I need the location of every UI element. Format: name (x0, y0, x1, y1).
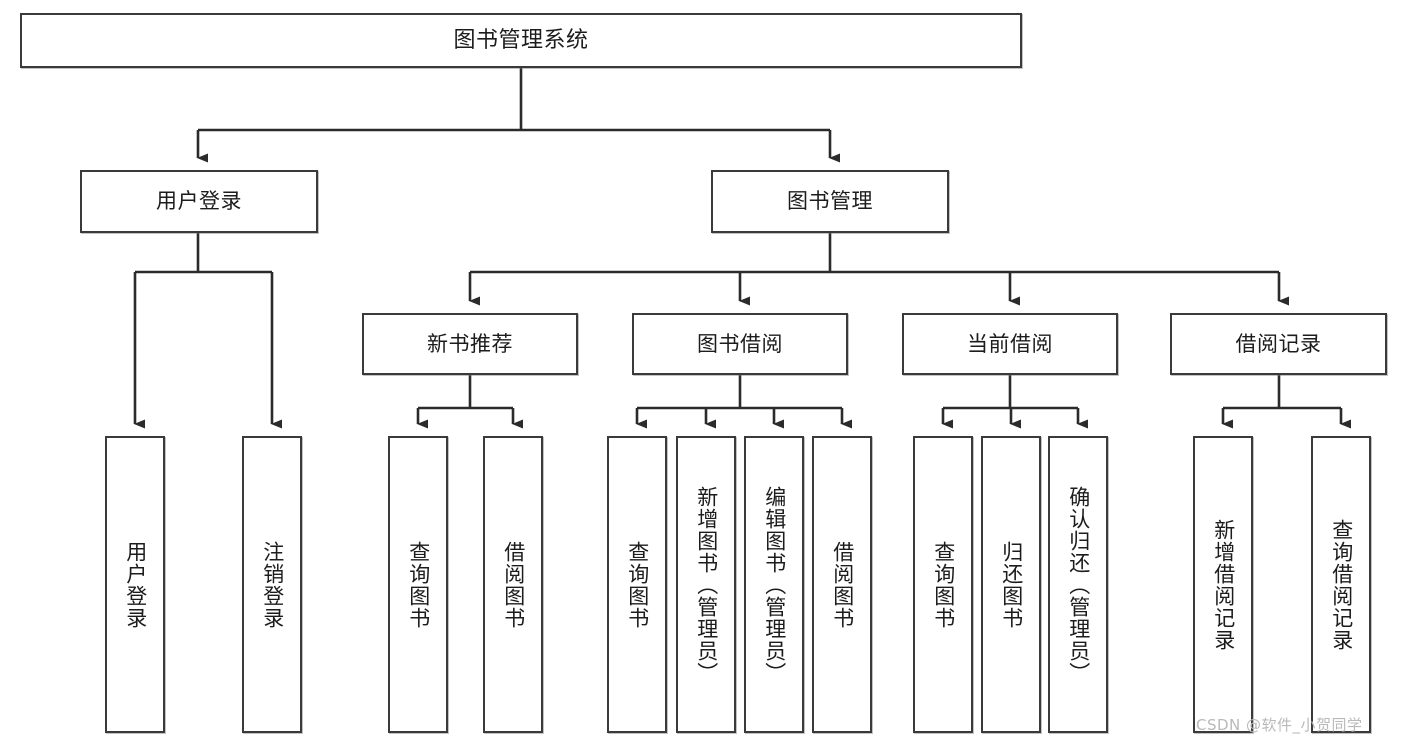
leaf-user-login-logout[interactable]: 注销登录 (242, 436, 302, 733)
leaf-new-book-borrow[interactable]: 借阅图书 (483, 436, 543, 733)
leaf-user-login-logout-label: 注销登录 (260, 540, 285, 629)
csdn-watermark: CSDN @软件_小贺同学 (1196, 716, 1363, 734)
node-current-borrow-label: 当前借阅 (967, 331, 1053, 356)
leaf-current-borrow-query[interactable]: 查询图书 (913, 436, 973, 733)
leaf-new-book-borrow-label: 借阅图书 (501, 540, 526, 629)
node-book-management[interactable]: 图书管理 (711, 170, 949, 233)
leaf-book-borrow-edit-label: 编辑图书（管理员） (762, 485, 787, 684)
leaf-new-book-query[interactable]: 查询图书 (388, 436, 448, 733)
node-user-login[interactable]: 用户登录 (80, 170, 318, 233)
leaf-borrow-record-add-label: 新增借阅记录 (1211, 518, 1236, 651)
node-user-login-label: 用户登录 (156, 189, 242, 214)
leaf-current-borrow-return[interactable]: 归还图书 (981, 436, 1041, 733)
leaf-current-borrow-query-label: 查询图书 (931, 540, 956, 629)
leaf-book-borrow-borrow-label: 借阅图书 (830, 540, 855, 629)
leaf-current-borrow-confirm-return[interactable]: 确认归还（管理员） (1048, 436, 1108, 733)
node-new-book-recommend-label: 新书推荐 (427, 331, 513, 356)
leaf-book-borrow-add[interactable]: 新增图书（管理员） (676, 436, 736, 733)
leaf-book-borrow-query-label: 查询图书 (625, 540, 650, 629)
leaf-new-book-query-label: 查询图书 (406, 540, 431, 629)
leaf-book-borrow-add-label: 新增图书（管理员） (694, 485, 719, 684)
leaf-book-borrow-borrow[interactable]: 借阅图书 (812, 436, 872, 733)
leaf-user-login-login-label: 用户登录 (123, 540, 148, 629)
node-root-system[interactable]: 图书管理系统 (20, 13, 1022, 68)
node-book-borrow[interactable]: 图书借阅 (632, 313, 848, 375)
leaf-borrow-record-query-label: 查询借阅记录 (1329, 518, 1354, 651)
node-book-management-label: 图书管理 (787, 189, 873, 214)
leaf-user-login-login[interactable]: 用户登录 (105, 436, 165, 733)
leaf-borrow-record-add[interactable]: 新增借阅记录 (1193, 436, 1253, 733)
node-new-book-recommend[interactable]: 新书推荐 (362, 313, 578, 375)
leaf-book-borrow-edit[interactable]: 编辑图书（管理员） (744, 436, 804, 733)
node-root-system-label: 图书管理系统 (453, 27, 589, 53)
leaf-current-borrow-confirm-return-label: 确认归还（管理员） (1066, 485, 1091, 684)
node-book-borrow-label: 图书借阅 (697, 331, 783, 356)
leaf-book-borrow-query[interactable]: 查询图书 (607, 436, 667, 733)
node-borrow-records-label: 借阅记录 (1235, 331, 1322, 356)
leaf-current-borrow-return-label: 归还图书 (999, 540, 1024, 629)
node-current-borrow[interactable]: 当前借阅 (902, 313, 1118, 375)
node-borrow-records[interactable]: 借阅记录 (1170, 313, 1387, 375)
leaf-borrow-record-query[interactable]: 查询借阅记录 (1311, 436, 1371, 733)
